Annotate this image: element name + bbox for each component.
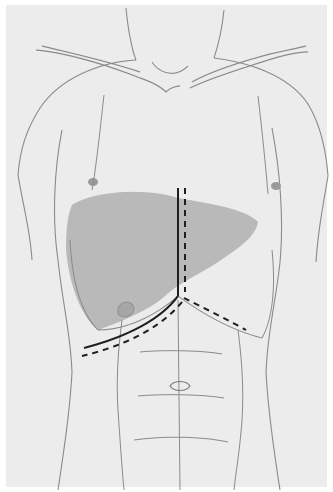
clavicles <box>36 46 308 92</box>
umbilicus <box>170 382 190 391</box>
gallbladder <box>118 302 134 317</box>
liver <box>66 192 258 330</box>
left-subcostal-extension <box>184 298 246 330</box>
left-nipple <box>271 182 281 190</box>
